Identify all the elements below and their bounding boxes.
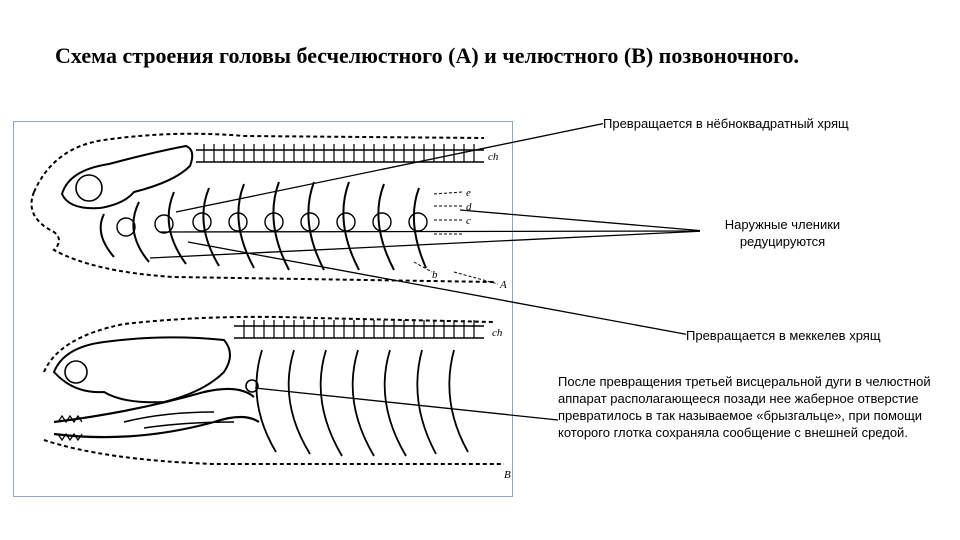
jaw-teeth-b — [57, 414, 83, 442]
vertebra-ticks-b — [243, 320, 475, 338]
label-d: d — [466, 201, 472, 213]
head-outline-a — [30, 191, 495, 283]
label-ch-bottom: ch — [492, 327, 503, 339]
visceral-arches-a — [99, 181, 427, 271]
note-meckel: Превращается в меккелев хрящ — [686, 327, 946, 344]
note-spiracle: После превращения третьей висцеральной д… — [558, 373, 938, 441]
upper-jaw-b — [53, 387, 255, 424]
eye-a — [75, 174, 103, 202]
label-e: e — [466, 187, 471, 199]
skull-diagram-figure: ch e d c b A ch B — [13, 121, 513, 497]
vertebrae-a — [196, 149, 484, 163]
label-leaders-a — [413, 191, 499, 285]
vertebra-ticks-a — [203, 144, 475, 162]
hyoid-arch-b — [123, 411, 235, 429]
label-ch-top: ch — [488, 151, 499, 163]
lower-jaw-b — [53, 415, 260, 439]
page-title: Схема строения головы бесчелюстного (А) … — [55, 43, 800, 68]
label-c: c — [466, 215, 471, 227]
vertebrae-b — [234, 325, 484, 339]
gill-arches-b — [255, 349, 469, 457]
note-outer-segments: Наружные членики редуцируются — [700, 216, 865, 250]
spiracle-b — [245, 379, 259, 393]
eye-b — [64, 360, 88, 384]
body-outline-b — [43, 315, 495, 373]
note-palatoquadrate: Превращается в нёбноквадратный хрящ — [603, 115, 933, 132]
skull-diagram: ch e d c b A ch B — [30, 132, 511, 481]
label-B: B — [504, 469, 511, 481]
neurocranium-b — [52, 336, 231, 404]
label-b: b — [432, 269, 438, 281]
belly-outline-b — [43, 439, 504, 465]
label-A: A — [499, 279, 507, 291]
diagram-b — [43, 315, 504, 465]
diagram-a — [30, 132, 499, 285]
